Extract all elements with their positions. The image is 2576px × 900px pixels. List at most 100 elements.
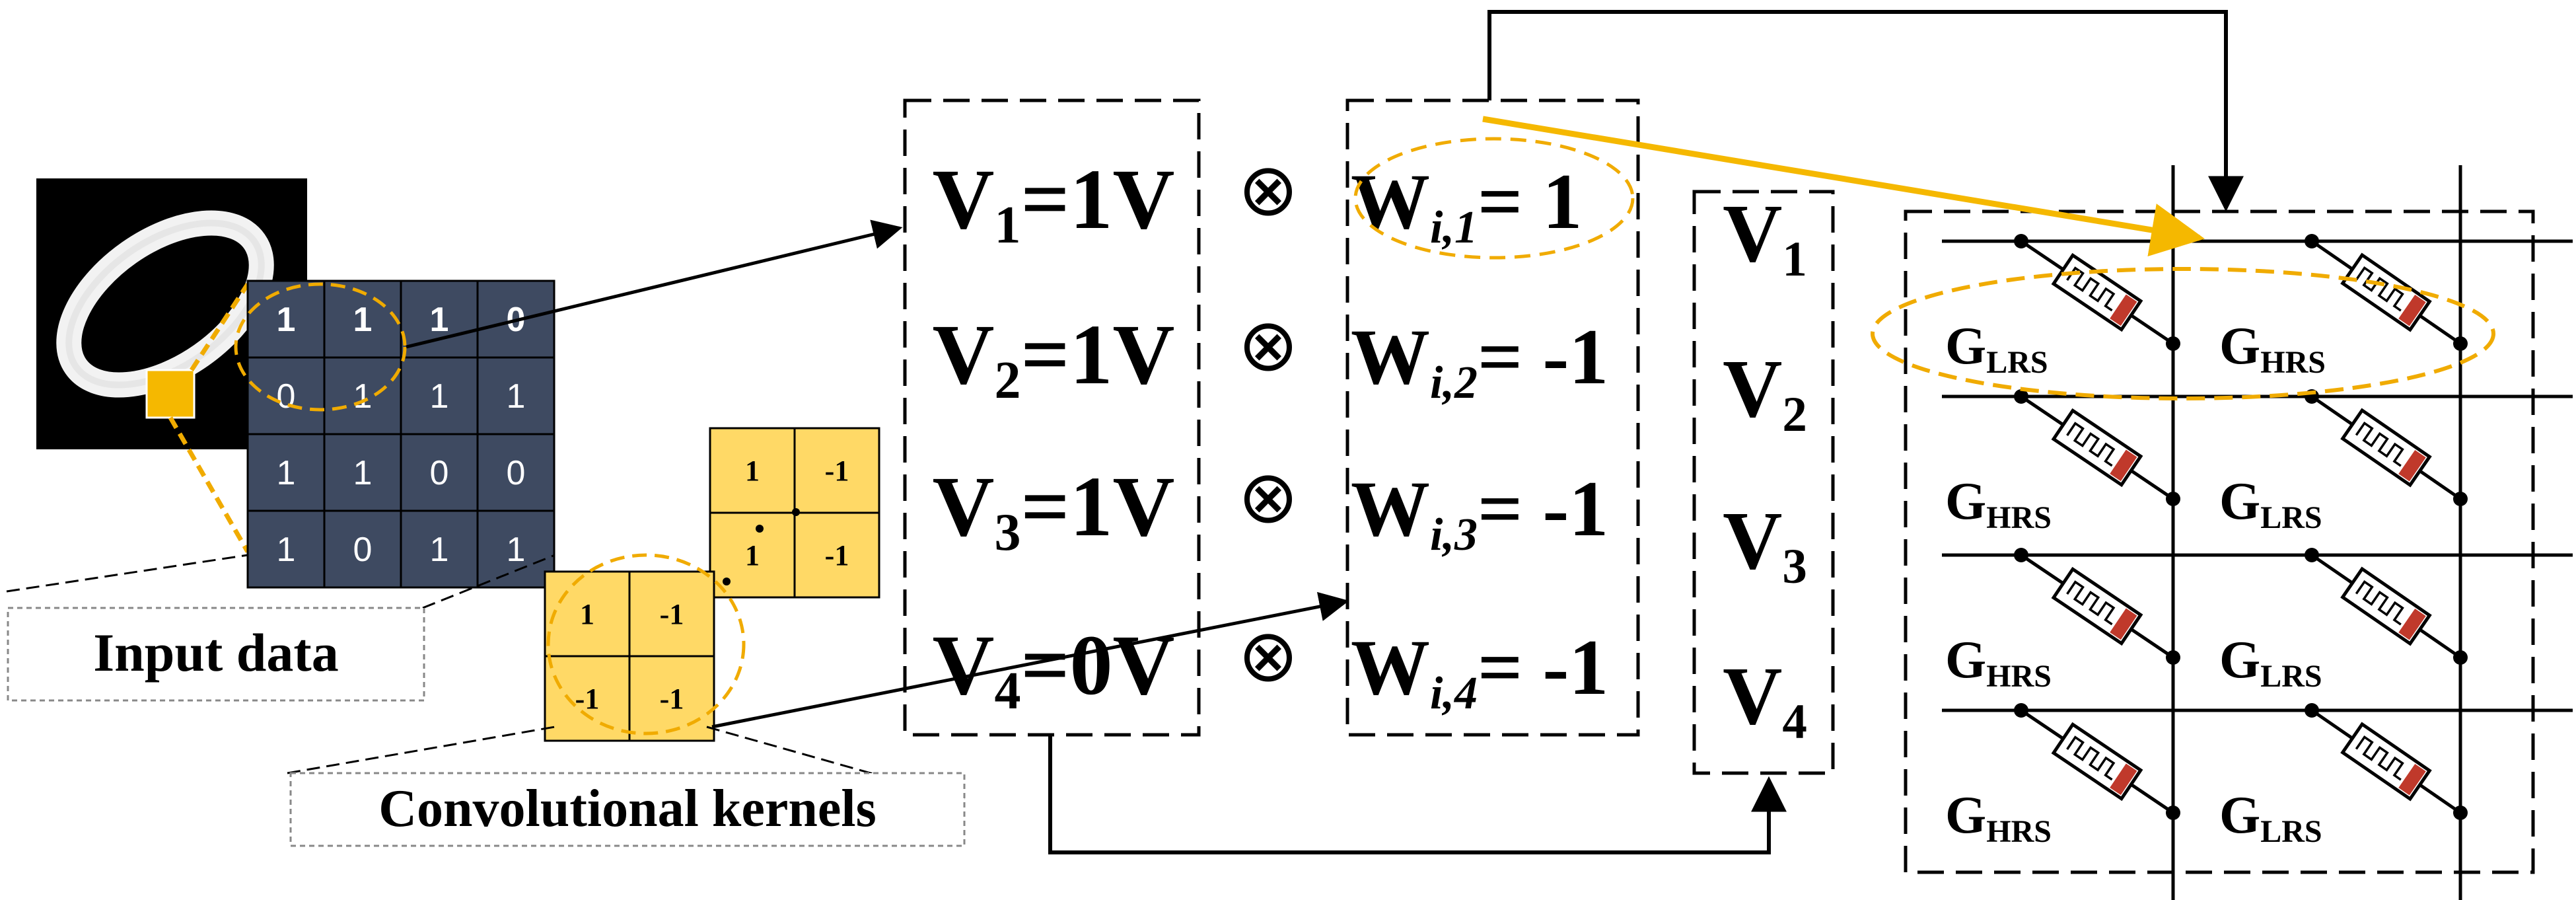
- weight-highlight: [1353, 137, 1635, 260]
- input-window-highlight: [234, 282, 407, 412]
- weight-row: Wi,1= 1: [1351, 157, 1582, 253]
- kernel-cell-value: 1: [745, 539, 760, 572]
- memristor-icon: [2340, 722, 2432, 802]
- junction-dot: [2166, 492, 2180, 506]
- voltage-row: V4=0V: [933, 618, 1175, 720]
- input-caption-box: [7, 607, 425, 702]
- junction-dot: [2305, 703, 2319, 718]
- caption-line-left: [6, 554, 248, 593]
- equals-sign: =: [1478, 623, 1542, 711]
- input-voltage: V1: [1723, 188, 1807, 287]
- weight-value: -1: [1542, 313, 1608, 400]
- weight-subscript: i,1: [1430, 202, 1478, 253]
- input-matrix: 1110011111001011: [246, 280, 555, 589]
- matrix-cell-value: 1: [507, 531, 526, 569]
- weight-symbol: W: [1351, 623, 1430, 711]
- voltage-subscript: 4: [994, 662, 1020, 720]
- junction-dot: [2166, 650, 2180, 665]
- kernel-cell-value: 1: [580, 598, 594, 630]
- tensor-operator: ⊗: [1238, 615, 1299, 696]
- weight-subscript: i,3: [1430, 509, 1478, 560]
- conductance-label: GHRS: [2219, 317, 2326, 380]
- kernel-highlight: [546, 553, 746, 735]
- kernel-cell-value: -1: [660, 683, 684, 715]
- junction-dot: [2453, 806, 2468, 820]
- highlight-pixel: [145, 369, 196, 419]
- tensor-operator: ⊗: [1238, 305, 1299, 386]
- junction-dot: [2305, 548, 2319, 562]
- matrix-cell-value: 1: [277, 301, 296, 339]
- kernel-caption: Convolutional kernels: [378, 780, 876, 838]
- weight-row: Wi,2= -1: [1351, 313, 1608, 408]
- matrix-cell-value: 1: [353, 377, 373, 416]
- conductance-label: GHRS: [1945, 472, 2052, 535]
- voltage-symbol: V: [933, 618, 995, 713]
- caption-line-right: [422, 554, 555, 609]
- matrix-cell-value: 1: [430, 377, 449, 416]
- equals-sign: =: [1478, 465, 1542, 552]
- junction-dot: [2014, 548, 2028, 562]
- weight-row: Wi,4= -1: [1351, 623, 1608, 719]
- weight-list: Wi,1= 1Wi,2= -1Wi,3= -1Wi,4= -1: [1351, 157, 1608, 719]
- matrix-cell: [476, 509, 555, 589]
- kernel-cell: [793, 511, 880, 599]
- equals-sign: =: [1020, 307, 1069, 402]
- junction-dot: [2453, 336, 2468, 351]
- conductance-label: GHRS: [1945, 786, 2052, 849]
- matrix-cell-value: 1: [430, 301, 449, 339]
- matrix-cell-value: 0: [430, 454, 449, 492]
- voltage-symbol: V: [933, 152, 995, 247]
- crossbar-row-highlight: [1871, 267, 2495, 400]
- memristor-icon: [2051, 408, 2143, 488]
- equals-sign: =: [1478, 313, 1542, 400]
- matrix-cell-value: 1: [507, 377, 526, 416]
- operator-column: ⊗⊗⊗⊗: [1238, 149, 1299, 696]
- junction-dot: [2014, 234, 2028, 248]
- arrow-weight-to-cell: [1482, 116, 2205, 257]
- equals-sign: =: [1478, 157, 1542, 245]
- matrix-cell-value: 0: [353, 531, 373, 569]
- junction-dot: [2453, 650, 2468, 665]
- voltage-value: 1V: [1070, 307, 1175, 402]
- matrix-cell-value: 1: [353, 454, 373, 492]
- voltage-subscript: 1: [994, 196, 1020, 254]
- conductance-label: GHRS: [1945, 631, 2052, 694]
- zoom-line-top: [190, 283, 250, 371]
- kernel-cell-value: -1: [825, 539, 849, 572]
- weight-value: -1: [1542, 623, 1608, 711]
- input-voltage: V2: [1723, 344, 1807, 442]
- memristor-icon: [2051, 252, 2143, 332]
- voltage-row: V3=1V: [933, 459, 1175, 562]
- input-column-box: [1692, 190, 1835, 775]
- weight-value: -1: [1542, 465, 1608, 552]
- input-caption: Input data: [93, 622, 338, 683]
- junction-dot: [2453, 492, 2468, 506]
- kernel-front: 1-1-1-1: [544, 570, 715, 742]
- kernel-cell: [628, 655, 715, 742]
- voltage-row: V1=1V: [933, 152, 1175, 254]
- conductance-label: GLRS: [1945, 317, 2048, 380]
- arrow-weight-to-crossbar: [1487, 10, 2244, 212]
- matrix-cell-value: 1: [353, 301, 373, 339]
- weight-subscript: i,2: [1430, 357, 1478, 408]
- voltage-value: 0V: [1070, 618, 1175, 713]
- input-voltage: V4: [1723, 651, 1807, 749]
- matrix-cell-value: 1: [430, 531, 449, 569]
- voltage-subscript: 2: [994, 352, 1020, 410]
- arrow-kernel-to-weight: [711, 591, 1349, 729]
- memristor-icon: [2051, 722, 2143, 802]
- conductance-label: GLRS: [2219, 472, 2322, 535]
- tensor-operator: ⊗: [1238, 457, 1299, 538]
- kernel-caption-box: [289, 772, 966, 847]
- voltage-row: V2=1V: [933, 307, 1175, 410]
- voltage-value: 1V: [1070, 459, 1175, 554]
- weight-subscript: i,4: [1430, 668, 1478, 719]
- junction-dot: [2014, 703, 2028, 718]
- memristor-icon: [2051, 566, 2143, 646]
- weight-symbol: W: [1351, 465, 1430, 552]
- voltage-value: 1V: [1070, 152, 1175, 247]
- junction-dot: [2166, 806, 2180, 820]
